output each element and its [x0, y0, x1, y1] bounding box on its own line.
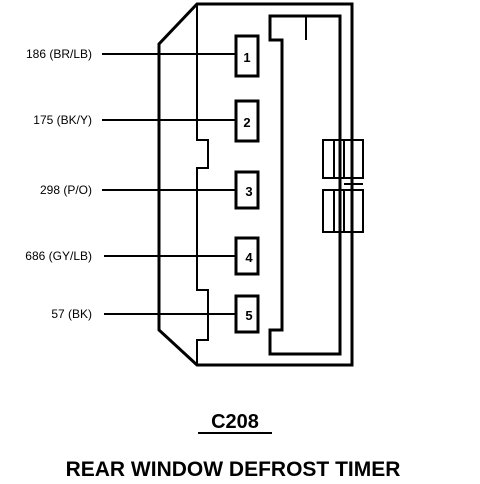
connector-inner-frame: [268, 14, 342, 356]
wire-label-2: 175 (BK/Y): [33, 113, 92, 127]
wire-label-3: 298 (P/O): [40, 183, 92, 197]
wire-label-5: 57 (BK): [51, 307, 92, 321]
pin-1: 1: [234, 34, 260, 78]
connector-latch: [322, 139, 364, 233]
pin-1-cavity: [234, 34, 260, 78]
pin-2-number: 2: [243, 115, 250, 130]
pin-3-number: 3: [245, 184, 252, 199]
wire-label-4: 686 (GY/LB): [25, 249, 92, 263]
component-name: REAR WINDOW DEFROST TIMER: [66, 458, 401, 481]
pin-4: 4: [234, 236, 260, 276]
connector-housing-outline: [157, 2, 354, 367]
pin-1-number: 1: [243, 50, 250, 65]
pin-5-number: 5: [245, 308, 252, 323]
connector-id: C208: [211, 411, 259, 433]
pin-5: 5: [234, 294, 260, 334]
pin-3: 3: [234, 170, 260, 210]
wire-label-1: 186 (BR/LB): [26, 47, 92, 61]
pin-4-number: 4: [245, 250, 253, 265]
pin-2: 2: [234, 99, 260, 143]
connector-cavity-wall: [196, 4, 209, 365]
